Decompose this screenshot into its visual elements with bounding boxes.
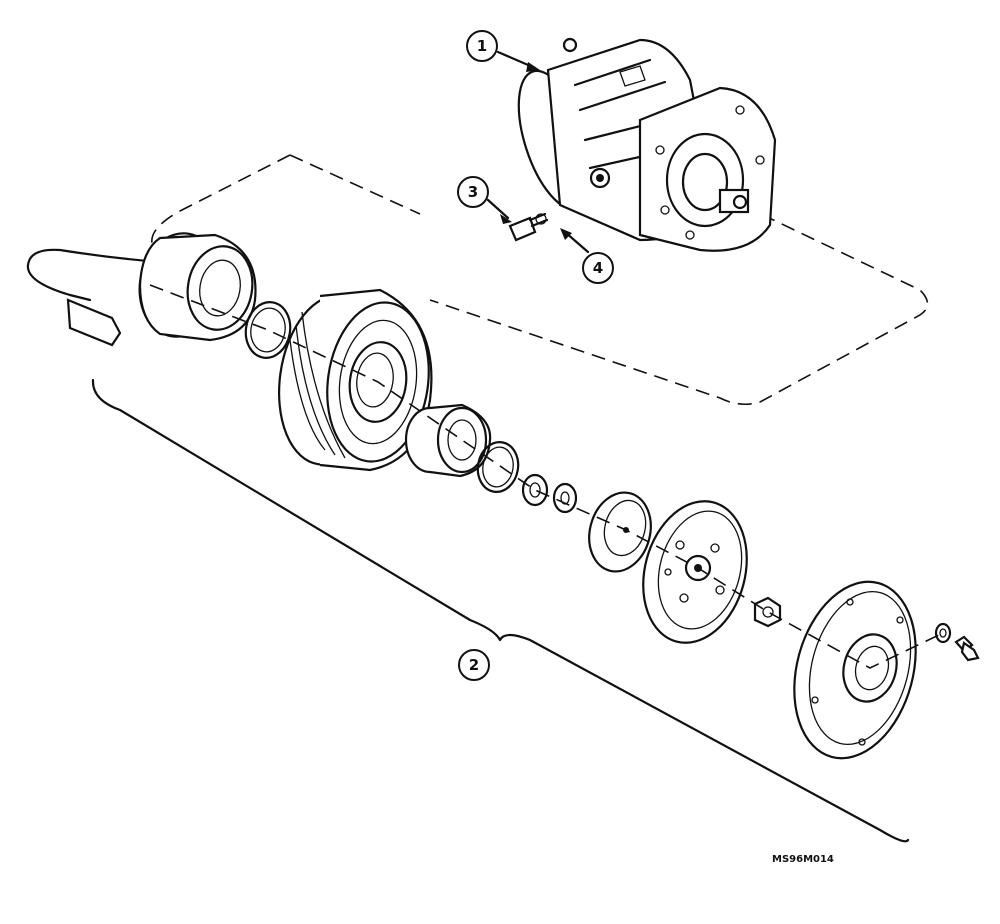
- relief-valve: [508, 212, 549, 242]
- svg-text:4: 4: [593, 259, 603, 277]
- svg-text:3: 3: [468, 183, 478, 201]
- assembly-brace: [91, 378, 910, 843]
- front-plate: [793, 580, 917, 760]
- o-ring: [535, 213, 547, 225]
- callout-2: 2: [458, 649, 490, 681]
- compressor: [517, 37, 777, 252]
- dust-shield: [588, 491, 652, 573]
- bolt: [954, 635, 980, 662]
- callout-3: 3: [457, 176, 489, 208]
- dashed-assembly-boundary: [151, 154, 929, 406]
- field-coil: [26, 232, 257, 347]
- hub-nut: [753, 596, 782, 628]
- svg-text:1: 1: [477, 37, 487, 55]
- bearing: [404, 403, 492, 478]
- figure-reference: MS96M014: [772, 854, 834, 865]
- shim: [521, 473, 549, 507]
- callout-4: 4: [582, 252, 614, 284]
- clutch-hub-plate: [642, 500, 748, 644]
- snap-ring-bearing: [476, 441, 520, 493]
- bolt-washer: [934, 622, 952, 644]
- leader-1-arrow: [526, 62, 540, 72]
- leader-4-arrow: [560, 228, 572, 240]
- snap-ring-coil: [244, 301, 292, 359]
- callout-1: 1: [466, 30, 498, 62]
- leader-3: [486, 198, 510, 220]
- svg-text:2: 2: [469, 656, 479, 674]
- assembly-axis: [149, 284, 944, 669]
- washer: [552, 482, 578, 514]
- leader-3-arrow: [500, 214, 512, 224]
- pulley: [277, 288, 433, 472]
